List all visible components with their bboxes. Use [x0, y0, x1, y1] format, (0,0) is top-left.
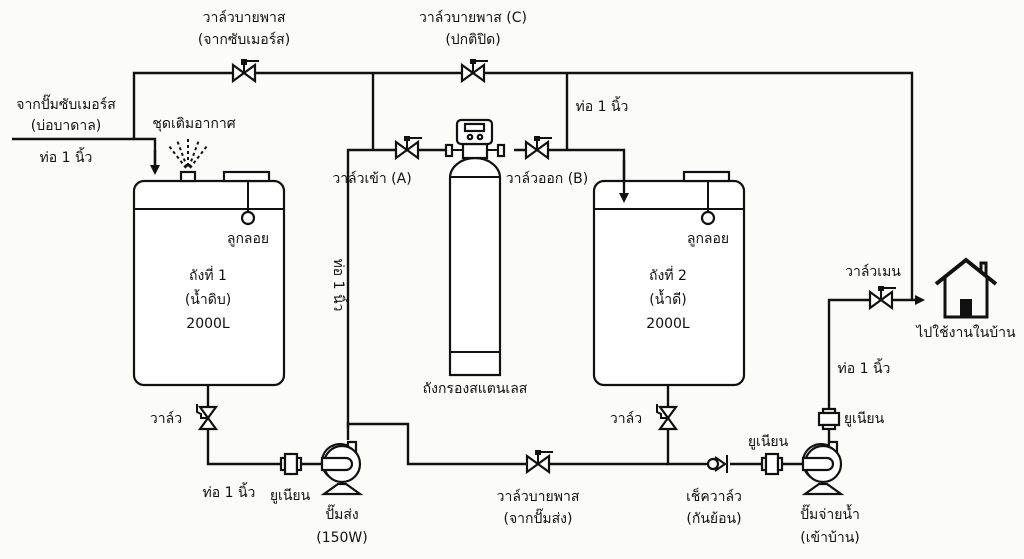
valve-tank1[interactable] — [196, 404, 219, 431]
union-2 — [760, 452, 784, 476]
tank-2-clean-water[interactable] — [592, 170, 746, 387]
label-bypass-pump-sub: (จากปั๊มส่ง) — [504, 508, 573, 527]
valve-bypass-pump[interactable] — [525, 450, 553, 475]
label-pump-transfer: ปั๊มส่ง — [325, 504, 359, 523]
aerator-nozzle — [179, 170, 197, 183]
label-valve-out: วาล์วออก (B) — [506, 170, 588, 187]
label-pipe-filter-out: ท่อ 1 นิ้ว — [576, 96, 629, 115]
label-bypass-c-sub: (ปกติปิด) — [445, 32, 500, 48]
label-source: จากปั๊มซับเมอร์ส — [16, 94, 116, 113]
tank-1-raw-water[interactable] — [132, 138, 286, 387]
float-valve-2 — [700, 210, 716, 226]
label-union-1: ยูเนียน — [270, 488, 311, 504]
label-bypass-pump: วาล์วบายพาส — [497, 488, 580, 505]
label-tank1-name: ถังที่ 1 — [189, 266, 227, 284]
aerator-spray-icon — [168, 138, 208, 169]
pipe-top-bypass — [132, 71, 914, 300]
label-bypass-submersible: วาล์วบายพาส — [203, 9, 286, 26]
stainless-filter-tank[interactable] — [444, 118, 506, 377]
valve-bypass-submersible[interactable] — [231, 59, 259, 84]
label-bypass-submersible-sub: (จากซับเมอร์ส) — [198, 31, 290, 48]
label-pipe-pump1: ท่อ 1 นิ้ว — [203, 482, 256, 501]
label-pipe-house: ท่อ 1 นิ้ว — [838, 358, 891, 377]
label-valve-in: วาล์วเข้า (A) — [332, 170, 411, 187]
house-icon — [934, 257, 998, 319]
label-union-3: ยูเนียน — [844, 411, 885, 427]
label-bypass-c: วาล์วบายพาส (C) — [419, 9, 527, 26]
valve-tank2[interactable] — [656, 404, 679, 431]
pump-house-supply[interactable] — [801, 440, 845, 496]
label-main-valve: วาล์วเมน — [845, 263, 901, 280]
label-house: ไปใช้งานในบ้าน — [915, 324, 1016, 341]
union-3 — [817, 407, 841, 431]
label-tank2-name: ถังที่ 2 — [649, 266, 687, 284]
pump-transfer[interactable] — [320, 440, 364, 496]
label-valve-1: วาล์ว — [150, 410, 182, 427]
valve-bypass-c[interactable] — [460, 59, 488, 84]
label-tank1-type: (น้ำดิบ) — [185, 289, 231, 308]
label-float-1: ลูกลอย — [227, 231, 269, 247]
label-union-2: ยูเนียน — [748, 434, 789, 450]
float-valve-1 — [240, 210, 256, 226]
label-float-2: ลูกลอย — [687, 231, 729, 247]
pipe-pump1-out — [346, 422, 668, 466]
label-aerator: ชุดเติมอากาศ — [152, 116, 235, 132]
valve-main[interactable] — [868, 286, 896, 311]
filter-control-head — [455, 118, 494, 146]
label-check-valve-sub: (กันย้อน) — [686, 511, 741, 527]
label-pump-transfer-power: (150W) — [316, 530, 368, 546]
label-filter-tank: ถังกรองสแตนเลส — [423, 381, 528, 397]
check-valve[interactable] — [706, 455, 728, 473]
label-check-valve: เช็ควาล์ว — [686, 487, 742, 505]
label-pump-house: ปั๊มจ่ายน้ำ — [800, 504, 860, 523]
valve-out-b[interactable] — [524, 136, 552, 161]
label-tank2-type: (น้ำดี) — [649, 289, 686, 308]
label-valve-2: วาล์ว — [610, 410, 642, 427]
valve-in-a[interactable] — [394, 136, 422, 161]
label-pipe-source: ท่อ 1 นิ้ว — [40, 147, 93, 166]
union-1 — [279, 452, 303, 476]
label-pump-house-sub: (เข้าบ้าน) — [800, 530, 859, 546]
label-tank2-capacity: 2000L — [646, 316, 690, 332]
label-pipe-vertical: ท่อ 1 นิ้ว — [330, 259, 349, 312]
pipe-tank1-out — [206, 385, 282, 466]
label-tank1-capacity: 2000L — [186, 316, 230, 332]
label-source-sub: (บ่อบาดาล) — [31, 118, 102, 134]
